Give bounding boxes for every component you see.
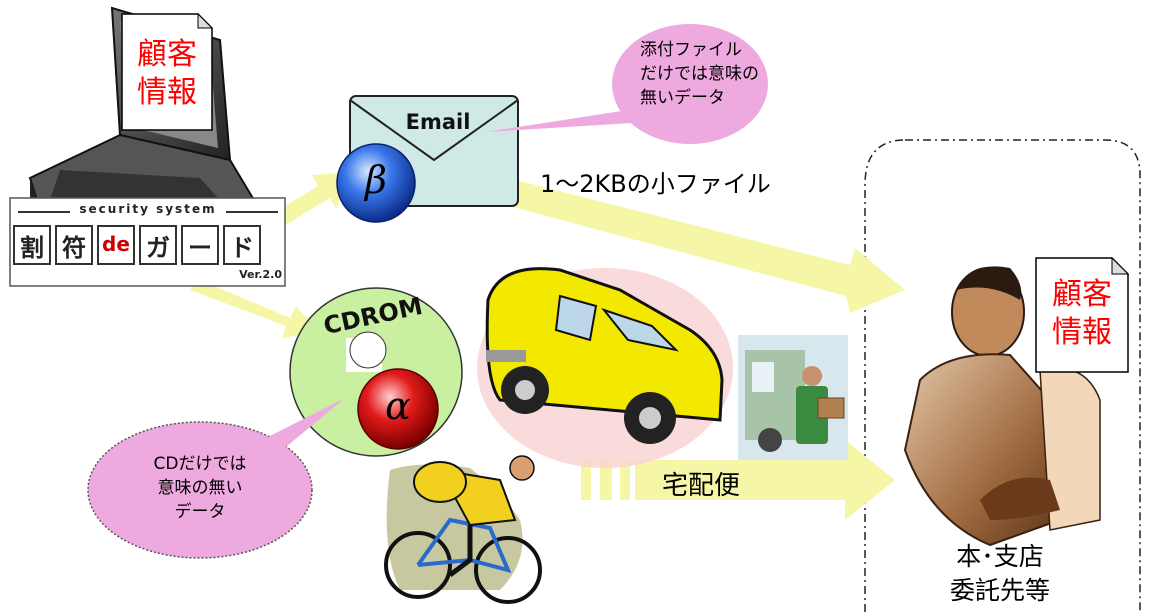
recipient-document: [1035, 256, 1130, 373]
logo-char-5: ー: [188, 234, 212, 262]
file-size-note: 1～2KBの小ファイル: [540, 170, 771, 198]
logo-char-3: de: [102, 232, 130, 256]
security-logo-frame: [9, 197, 286, 287]
cd-bubble-text: CDだけでは 意味の無い データ: [130, 452, 270, 524]
beta-key-ball: [336, 143, 416, 223]
logo-tagline: security system: [79, 202, 217, 216]
businessman-illustration: [903, 266, 1101, 547]
sender-document-label: 顧客 情報: [122, 36, 212, 112]
sender-document-line2: 情報: [137, 75, 197, 110]
alpha-key-ball: [357, 368, 439, 450]
recipient-caption: 本･支店 委託先等: [940, 540, 1060, 608]
arrow-laptop-to-cdrom: [190, 280, 320, 338]
logo-version: Ver.2.0: [239, 268, 282, 281]
cd-bubble: [87, 398, 345, 559]
recipient-document-line1: 顧客: [1052, 277, 1112, 312]
delivery-stripe-2: [600, 460, 612, 500]
beta-symbol: β: [365, 158, 387, 202]
recipient-caption-line2: 委託先等: [949, 576, 1050, 605]
delivery-label: 宅配便: [662, 471, 741, 501]
delivery-van: [477, 267, 733, 468]
cd-bubble-line3: データ: [174, 502, 226, 522]
delivery-stripe-1: [581, 460, 591, 500]
email-bubble: [486, 24, 768, 144]
email-bubble-text: 添付ファイル だけでは意味の 無いデータ: [640, 38, 780, 110]
delivery-man-photo: [738, 335, 848, 460]
cd-bubble-line2: 意味の無い: [157, 478, 243, 498]
sender-document: [121, 12, 214, 131]
delivery-stripe-3: [620, 460, 630, 500]
email-bubble-line1: 添付ファイル: [640, 40, 742, 60]
recipient-document-label: 顧客 情報: [1036, 276, 1128, 352]
recipient-caption-line1: 本･支店: [956, 542, 1044, 571]
email-label: Email: [405, 110, 471, 134]
alpha-symbol: α: [385, 384, 411, 428]
recipient-region-border: [864, 139, 1141, 612]
email-bubble-line2: だけでは意味の: [640, 64, 759, 84]
cd-bubble-line1: CDだけでは: [153, 454, 247, 474]
arrow-email-to-recipient: [505, 178, 905, 313]
logo-char-2: 符: [62, 234, 86, 262]
recipient-document-line2: 情報: [1052, 315, 1112, 350]
logo-char-4: ガ: [146, 234, 170, 262]
sender-document-line1: 顧客: [137, 37, 197, 72]
logo-char-6: ド: [230, 234, 254, 262]
logo-char-1: 割: [20, 234, 44, 262]
email-bubble-line3: 無いデータ: [640, 88, 725, 108]
cyclist-illustration: [384, 455, 542, 604]
